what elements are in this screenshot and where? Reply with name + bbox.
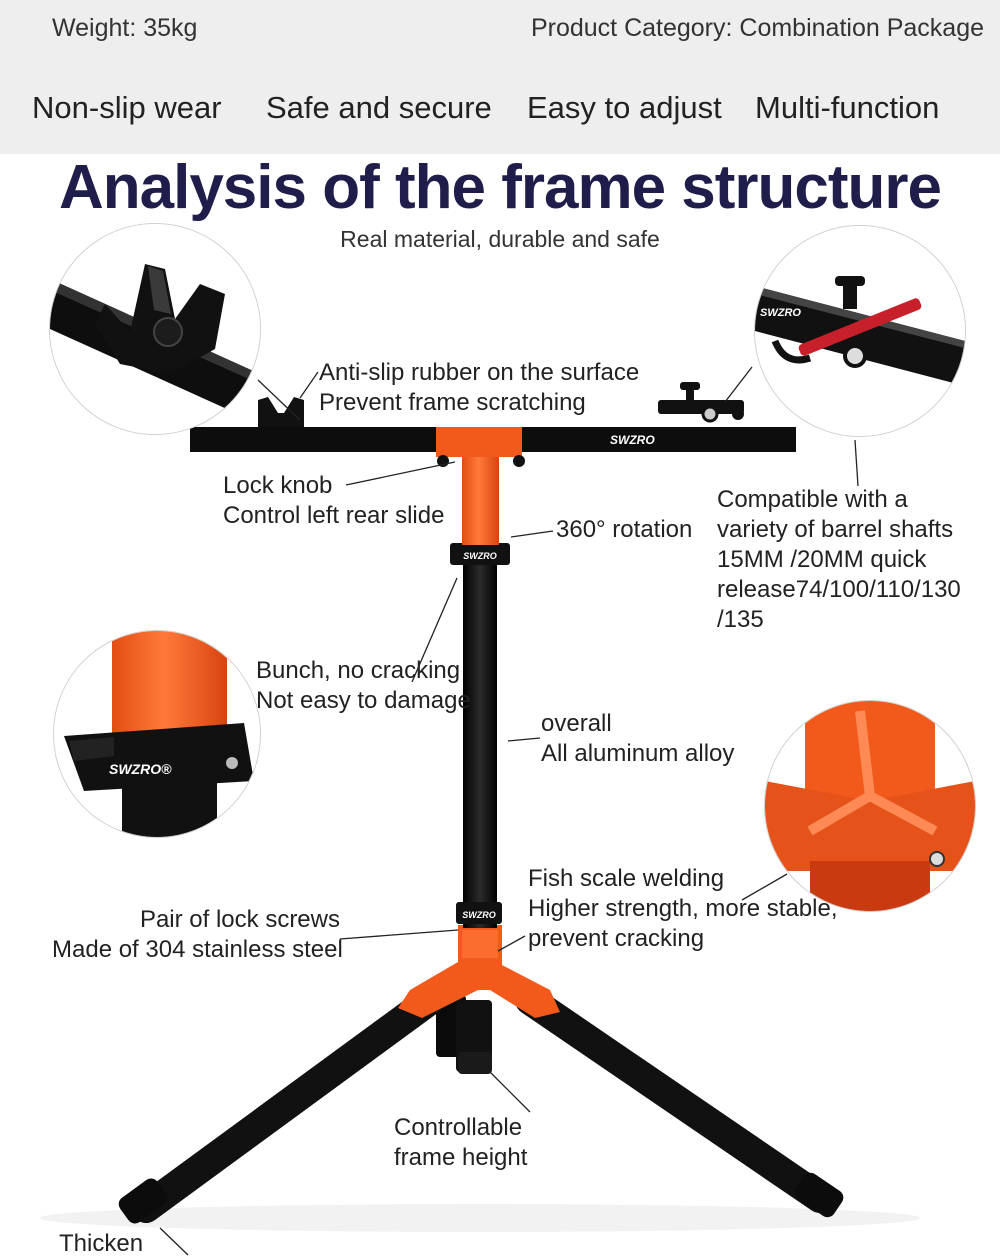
feature-non-slip: Non-slip wear	[32, 90, 222, 125]
upper-collar-logo: SWZRO	[463, 551, 497, 561]
compatible-line5: /135	[717, 606, 764, 633]
lock-knob-line1: Lock knob	[223, 472, 333, 499]
collar-detail-image: SWZRO®	[54, 631, 260, 837]
left-leg	[131, 985, 445, 1223]
bunch-line2: Not easy to damage	[256, 687, 471, 714]
v-holder-detail-image	[50, 224, 260, 434]
anti-slip-line2: Prevent frame scratching	[319, 389, 586, 416]
detail-circle-v-holder	[49, 223, 261, 435]
annotation-thicken: Thicken	[59, 1230, 144, 1257]
fish-scale-line1: Fish scale welding	[528, 865, 725, 892]
annotation-height: Controllable frame height	[394, 1113, 527, 1173]
annotation-overall: overall All aluminum alloy	[541, 709, 734, 769]
feature-adjust: Easy to adjust	[527, 90, 722, 125]
annotation-fish-scale: Fish scale welding Higher strength, more…	[528, 864, 837, 954]
compatible-line4: release74/100/110/130	[717, 576, 961, 603]
overall-line2: All aluminum alloy	[541, 740, 735, 767]
compatible-line1: Compatible with a	[717, 486, 908, 513]
annotation-bunch: Bunch, no cracking Not easy to damage	[256, 656, 471, 716]
weight-label: Weight: 35kg	[52, 14, 198, 42]
header-band	[0, 0, 1000, 154]
collar-logo: SWZRO®	[109, 761, 172, 777]
overall-line1: overall	[541, 710, 612, 737]
category-label: Product Category: Combination Package	[530, 14, 984, 42]
main-tube	[463, 560, 497, 928]
fish-scale-line2: Higher strength, more stable,	[528, 895, 838, 922]
arm-logo: SWZRO	[610, 433, 655, 447]
annotation-rotation: 360° rotation	[556, 516, 693, 543]
lock-knob-line2: Control left rear slide	[223, 502, 445, 529]
annotation-compatible: Compatible with a variety of barrel shaf…	[717, 485, 961, 635]
feature-multi: Multi-function	[755, 90, 940, 125]
annotation-anti-slip: Anti-slip rubber on the surface Prevent …	[319, 358, 639, 418]
lower-collar	[456, 902, 502, 924]
detail-circle-axle-clamp: SWZRO	[754, 225, 966, 437]
anti-slip-line1: Anti-slip rubber on the surface	[319, 359, 640, 386]
v-holder	[258, 397, 304, 427]
axle-clamp-detail-image: SWZRO	[755, 226, 965, 436]
upper-collar	[450, 543, 510, 565]
page-subtitle: Real material, durable and safe	[340, 226, 660, 252]
lock-screws-line1: Pair of lock screws	[139, 906, 340, 933]
bunch-line1: Bunch, no cracking	[256, 657, 461, 684]
height-line2: frame height	[394, 1144, 528, 1171]
axle-clamp-logo: SWZRO	[760, 307, 801, 319]
annotation-lock-knob: Lock knob Control left rear slide	[223, 471, 444, 531]
annotation-lock-screws: Pair of lock screws Made of 304 stainles…	[52, 905, 343, 965]
feature-safe: Safe and secure	[266, 90, 492, 125]
height-line1: Controllable	[394, 1114, 523, 1141]
detail-circle-weld	[764, 700, 976, 912]
compatible-line2: variety of barrel shafts	[717, 516, 954, 543]
detail-circle-collar: SWZRO®	[53, 630, 261, 838]
page-title: Analysis of the frame structure	[58, 153, 942, 222]
upper-orange-tube	[462, 450, 499, 545]
right-leg	[515, 985, 835, 1213]
lock-screws-line2: Made of 304 stainless steel	[52, 936, 343, 963]
axle-clamp	[658, 400, 744, 414]
base-joint	[398, 925, 560, 1018]
lower-collar-logo: SWZRO	[462, 910, 496, 920]
weld-detail-image	[765, 701, 975, 911]
compatible-line3: 15MM /20MM quick	[717, 546, 927, 573]
fish-scale-line3: prevent cracking	[528, 925, 705, 952]
